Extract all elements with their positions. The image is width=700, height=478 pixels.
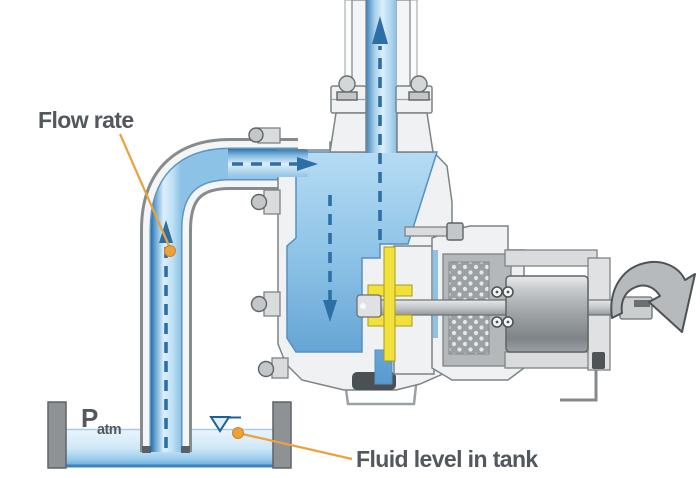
impeller-nut-highlight (360, 303, 366, 309)
casing-bolt-lower-icon (250, 295, 268, 313)
casing-bolt-top-icon (248, 127, 264, 143)
foot-bolt-icon (592, 352, 605, 369)
casing-bolt-upper-icon (250, 193, 268, 211)
shaft-keyway (634, 300, 650, 307)
bearing-frame-top (504, 249, 598, 267)
fluid-level-dot (232, 427, 244, 439)
pressure-subscript: atm (97, 422, 121, 438)
coupling-cylinder (505, 275, 589, 353)
ball-bearings (491, 286, 514, 328)
stud-bolt-head-icon (446, 222, 464, 241)
discharge-sleeve-right (409, 0, 418, 89)
tank-wall-left (47, 401, 67, 469)
casing-flow-arrowhead-icon (323, 300, 337, 322)
seal-packing-lower (448, 313, 490, 355)
flange-bolt-right-icon (410, 75, 428, 93)
flange-bolt-right-base (408, 91, 430, 101)
suction-pipe-tip-left (142, 446, 151, 453)
seal-packing-upper (448, 261, 490, 303)
drive-assembly (361, 222, 653, 381)
stud-bolt-shank (404, 226, 448, 237)
fluid-level-label: Fluid level in tank (356, 446, 538, 472)
suction-flow-arrowhead-icon (159, 220, 173, 243)
flange-bolt-left-base (336, 91, 358, 101)
discharge-neck-right (396, 112, 434, 153)
discharge-pipe (329, 0, 434, 153)
tank-wall-right (272, 401, 292, 469)
impeller-vane (383, 246, 396, 362)
impeller-nut (356, 294, 382, 318)
pump-casing (238, 127, 453, 391)
fluid-level-marker-icon (209, 416, 231, 433)
flange-bolt-left-icon (338, 75, 356, 93)
discharge-sleeve-left (344, 0, 353, 89)
bearing-frame-bottom (504, 351, 598, 369)
discharge-flow-arrowhead-icon (372, 16, 388, 44)
casing-lug-bottom (271, 357, 289, 379)
flow-rate-leader (118, 133, 172, 249)
fluid-level-leader (237, 431, 353, 461)
flow-rate-label: Flow rate (38, 107, 134, 133)
annotations: Flow rate P atm Fluid level in tank (38, 107, 539, 472)
rotation-arrow-icon (610, 261, 696, 333)
flow-arrows (159, 16, 388, 448)
casing-bolt-bottom-icon (257, 360, 275, 378)
seal-water-passage (433, 250, 438, 338)
suction-pipe-tip-right (181, 446, 190, 453)
discharge-neck-left (329, 112, 367, 153)
flow-rate-dot (164, 245, 176, 257)
motor-foot-bracket (560, 368, 598, 402)
inlet-flow-arrowhead-icon (297, 157, 318, 171)
impeller (356, 246, 413, 362)
pressure-label: P (81, 403, 98, 433)
